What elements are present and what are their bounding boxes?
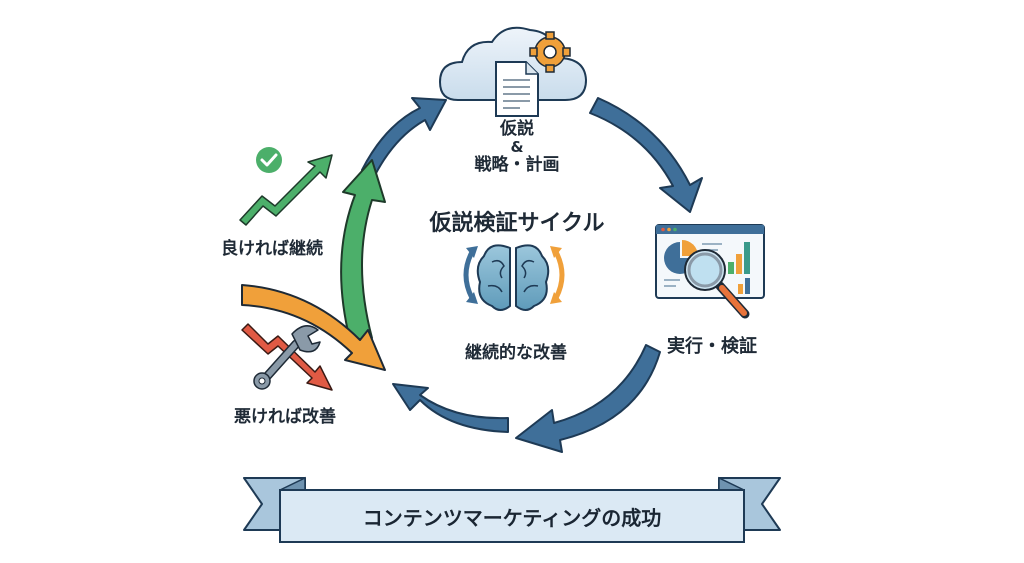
magnifier-icon xyxy=(684,249,750,319)
check-circle-icon xyxy=(256,147,282,173)
cycle-arrow-plan-to-execute xyxy=(589,97,703,213)
rotate-left-arrow-icon xyxy=(463,246,478,304)
wrench-icon xyxy=(253,325,321,390)
improve-arrow xyxy=(241,284,386,371)
rotate-right-arrow-icon xyxy=(550,246,565,304)
stage-plan-line3: 戦略・計画 xyxy=(474,155,560,175)
trend-down-icon xyxy=(241,323,333,391)
stage-execute-label: 実行・検証 xyxy=(667,336,757,357)
banner-text: コンテンツマーケティングの成功 xyxy=(362,506,662,530)
stage-plan-line2: & xyxy=(510,138,524,156)
brain-icon xyxy=(476,244,550,311)
gear-icon xyxy=(529,31,571,73)
stage-plan-line1: 仮説 xyxy=(500,119,534,139)
cycle-arrow-left-to-plan xyxy=(361,97,447,176)
cycle-arrow-bottom-to-left xyxy=(392,383,509,433)
trend-up-icon xyxy=(239,154,333,226)
cycle-arrow-execute-to-bottom xyxy=(515,344,661,453)
continue-arrow xyxy=(340,159,386,341)
stage-plan-label: 仮説 & 戦略・計画 xyxy=(475,120,560,174)
banner xyxy=(243,476,781,543)
bad-improve-label: 悪ければ改善 xyxy=(234,407,336,427)
good-continue-label: 良ければ継続 xyxy=(221,239,323,259)
center-subtitle: 継続的な改善 xyxy=(465,343,567,363)
center-title: 仮説検証サイクル xyxy=(429,211,605,236)
document-icon xyxy=(495,61,539,117)
